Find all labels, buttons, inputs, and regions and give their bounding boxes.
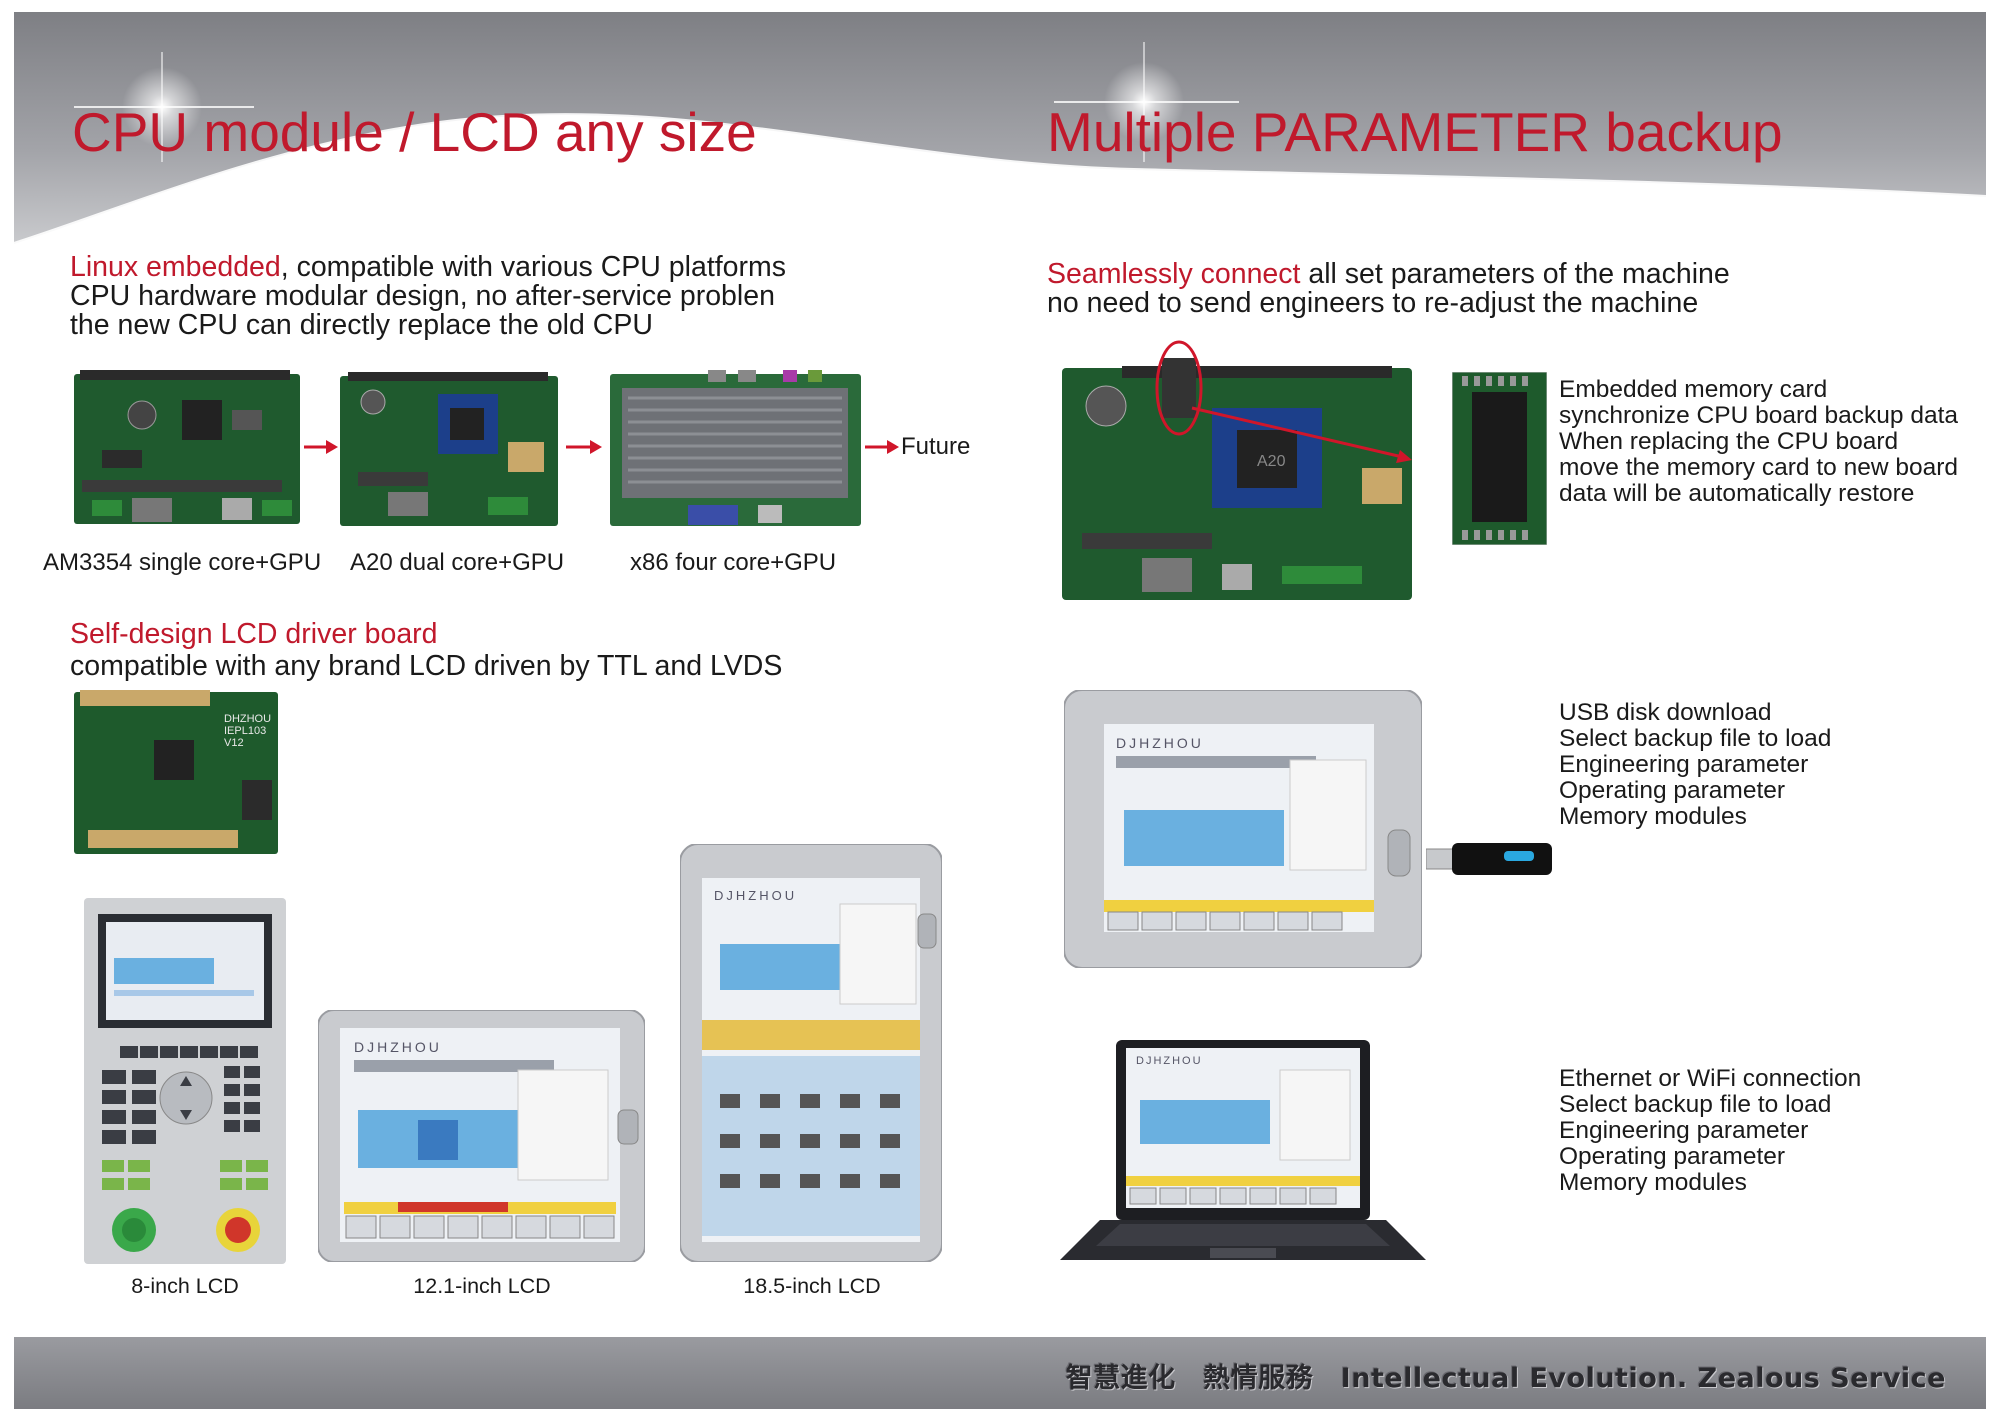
- lcd-caption-12inch: 12.1-inch LCD: [413, 1274, 551, 1298]
- lcd-driver-board-image: DHZHOU IEPL103 V12: [74, 690, 278, 855]
- memory-card-line-3: move the memory card to new board: [1559, 454, 1958, 481]
- right-title: Multiple PARAMETER backup: [1047, 101, 1783, 163]
- memory-card-line-2: When replacing the CPU board: [1559, 428, 1899, 455]
- lcd-8inch-image: [84, 898, 286, 1264]
- lcd-highlight: Self-design LCD driver board: [70, 618, 438, 650]
- board-caption-am3354: AM3354 single core+GPU: [43, 549, 322, 576]
- ethernet-line-2: Engineering parameter: [1559, 1117, 1809, 1144]
- am3354-board-image: [72, 370, 302, 532]
- memory-card-title: Embedded memory card: [1559, 376, 1828, 403]
- hmi-brand-18inch: DJHZHOU: [714, 888, 797, 903]
- hmi-brand-usb: DJHZHOU: [1116, 735, 1204, 751]
- a20-board-large-image: A20: [1062, 338, 1412, 608]
- top-banner: [13, 12, 1987, 247]
- ethernet-line-1: Select backup file to load: [1559, 1091, 1832, 1118]
- hmi-usb-image: DJHZHOU: [1063, 689, 1423, 969]
- lcd-board-silk-2: IEPL103: [224, 725, 266, 737]
- backup-highlight: Seamlessly connect: [1047, 258, 1301, 290]
- ethernet-line-4: Memory modules: [1559, 1169, 1747, 1196]
- usb-line-2: Engineering parameter: [1559, 751, 1809, 778]
- lcd-caption-18inch: 18.5-inch LCD: [743, 1274, 881, 1298]
- lcd-12inch-image: DJHZHOU: [317, 1009, 646, 1263]
- usb-line-4: Memory modules: [1559, 803, 1747, 830]
- usb-line-1: Select backup file to load: [1559, 725, 1832, 752]
- backup-line-1: Seamlessly connect all set parameters of…: [1047, 260, 1730, 289]
- lcd-18inch-image: DJHZHOU: [679, 843, 943, 1263]
- usb-drive-icon: [1425, 841, 1552, 877]
- cpu-line-1-rest: , compatible with various CPU platforms: [280, 251, 787, 283]
- memory-card-image: [1451, 371, 1548, 546]
- lcd-board-silk-3: V12: [224, 737, 244, 749]
- lcd-board-silk-1: DHZHOU: [224, 713, 271, 725]
- arrow-right-icon: [566, 440, 602, 454]
- cpu-highlight: Linux embedded: [70, 251, 281, 283]
- board-chip-label: A20: [1257, 453, 1286, 470]
- lcd-caption-8inch: 8-inch LCD: [131, 1274, 239, 1298]
- usb-title: USB disk download: [1559, 699, 1772, 726]
- cpu-line-2: CPU hardware modular design, no after-se…: [70, 280, 775, 312]
- x86-board-image: [608, 370, 863, 532]
- backup-line-2: no need to send engineers to re-adjust t…: [1047, 287, 1699, 319]
- board-caption-x86: x86 four core+GPU: [630, 549, 837, 576]
- lcd-driver-line-2: compatible with any brand LCD driven by …: [70, 650, 783, 682]
- memory-card-line-4: data will be automatically restore: [1559, 480, 1915, 507]
- footer-slogan: 智慧進化 熱情服務 Intellectual Evolution. Zealou…: [1065, 1363, 1946, 1394]
- memory-card-line-1: synchronize CPU board backup data: [1559, 402, 1959, 429]
- footer-bar: 智慧進化 熱情服務 Intellectual Evolution. Zealou…: [14, 1337, 1986, 1409]
- laptop-image: DJHZHOU: [1060, 1040, 1426, 1265]
- arrow-right-icon: [304, 440, 338, 454]
- hmi-brand-12inch: DJHZHOU: [354, 1039, 442, 1055]
- hmi-brand-laptop: DJHZHOU: [1136, 1055, 1203, 1067]
- ethernet-title: Ethernet or WiFi connection: [1559, 1065, 1862, 1092]
- banner-wave: [13, 12, 1987, 246]
- a20-board-image: [338, 372, 560, 532]
- left-title: CPU module / LCD any size: [72, 101, 757, 163]
- board-caption-a20: A20 dual core+GPU: [350, 549, 565, 576]
- future-label: Future: [901, 433, 971, 460]
- arrow-right-icon: [865, 440, 899, 454]
- lcd-driver-heading: Self-design LCD driver board: [70, 620, 438, 649]
- backup-line-1-rest: all set parameters of the machine: [1300, 258, 1730, 290]
- cpu-line-1: Linux embedded, compatible with various …: [70, 253, 786, 282]
- ethernet-line-3: Operating parameter: [1559, 1143, 1786, 1170]
- usb-line-3: Operating parameter: [1559, 777, 1786, 804]
- cpu-line-3: the new CPU can directly replace the old…: [70, 309, 653, 341]
